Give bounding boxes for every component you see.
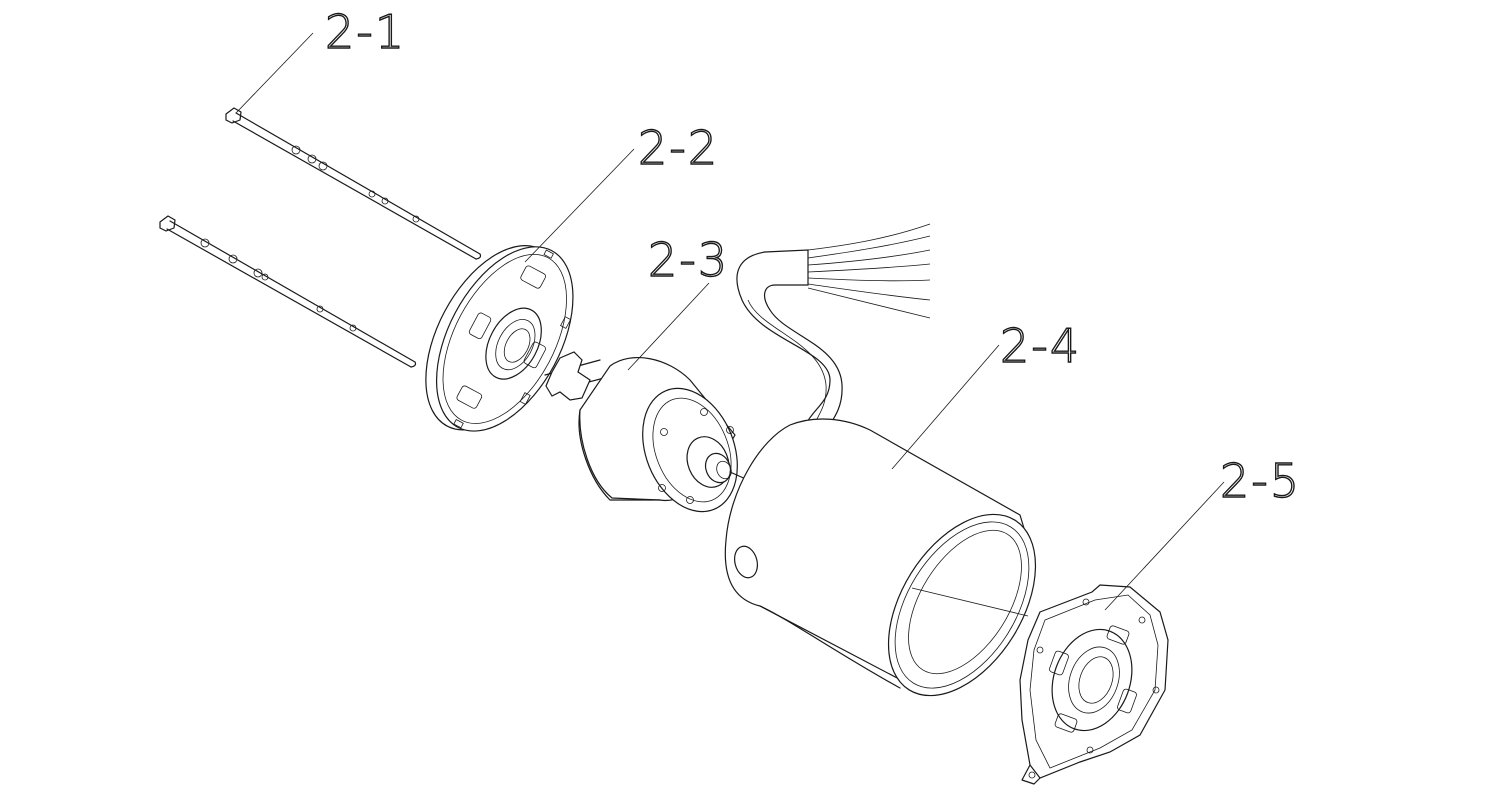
leader-lines bbox=[235, 32, 1225, 611]
label-2-5: 2-5 bbox=[1220, 454, 1301, 508]
cable-bundle bbox=[736, 223, 931, 453]
part-2-1-bolts bbox=[159, 107, 482, 368]
part-2-4-stator-housing bbox=[724, 223, 1037, 697]
part-labels: 2-1 2-2 2-3 2-4 2-5 bbox=[324, 4, 1301, 508]
label-2-4: 2-4 bbox=[1000, 319, 1081, 373]
label-2-1: 2-1 bbox=[325, 5, 406, 59]
label-2-2: 2-2 bbox=[638, 121, 719, 175]
leader-2-5 bbox=[1104, 481, 1225, 611]
part-2-5-front-flange bbox=[1019, 584, 1169, 785]
leader-2-2 bbox=[524, 148, 635, 263]
leader-2-4 bbox=[891, 344, 1000, 470]
leader-2-1 bbox=[235, 32, 314, 114]
label-2-3: 2-3 bbox=[648, 233, 729, 287]
part-2-2-rear-end-plate bbox=[425, 245, 574, 432]
leader-2-3 bbox=[627, 282, 710, 371]
bolt-lower bbox=[159, 215, 417, 368]
bolt-upper bbox=[225, 107, 482, 260]
part-2-3-rotor bbox=[544, 351, 749, 513]
